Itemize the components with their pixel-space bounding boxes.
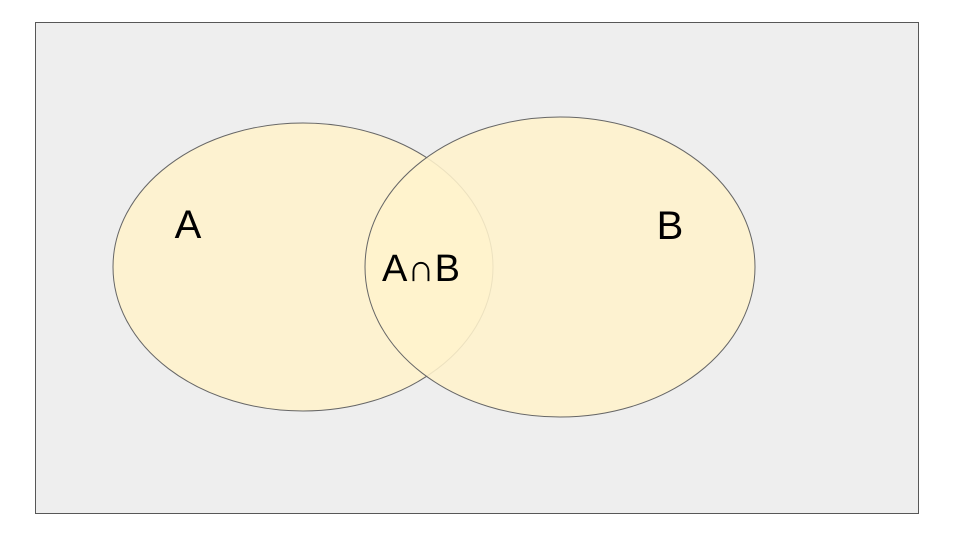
set-b-ellipse (364, 116, 756, 418)
intersection-label: A∩B (381, 248, 461, 290)
set-b-label: B (656, 204, 684, 248)
set-a-label: A (174, 203, 202, 247)
